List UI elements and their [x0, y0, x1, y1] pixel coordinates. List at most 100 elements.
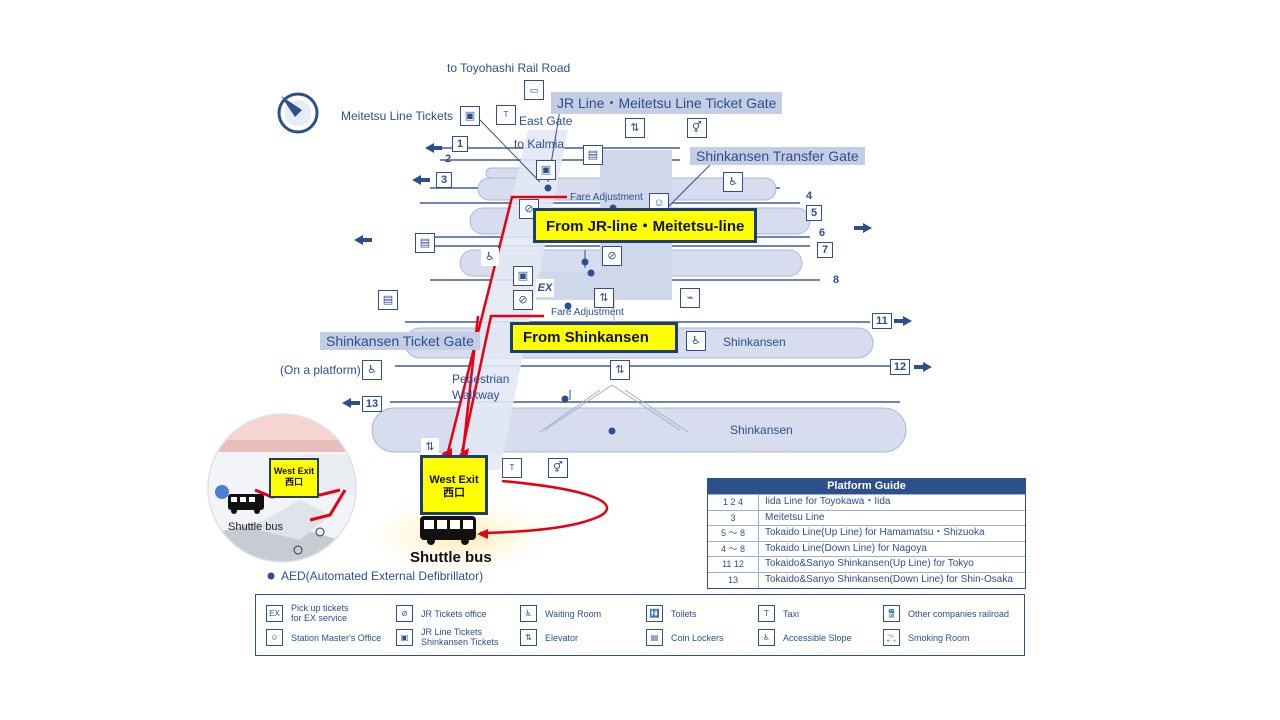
taxi-icon: T [758, 605, 775, 622]
ticket-machine-icon: ▣ [460, 106, 480, 126]
waiting-room-icon: ♿ [686, 331, 706, 351]
legend-item-coin-lockers: ▤Coin Lockers [646, 629, 724, 646]
elevator-icon: ⇅ [594, 288, 614, 308]
taxi-icon: T [502, 458, 522, 478]
legend-label: for EX service [291, 613, 348, 623]
jr-meitetsu-ticket-gate: JR Line・Meitetsu Line Ticket Gate [551, 92, 783, 114]
pedestrian-walkway-label: Pedestrian [452, 372, 510, 386]
shinkansen-transfer-gate: Shinkansen Transfer Gate [690, 147, 865, 165]
to-toyohashi-label: to Toyohashi Rail Road [447, 61, 571, 75]
stairs [539, 300, 689, 433]
other-railroad-icon: 🚆 [883, 605, 900, 622]
compass-icon [277, 92, 319, 134]
platform-guide-nums: 4 ～ 8 [708, 541, 759, 557]
coin-lockers-icon: ▤ [378, 290, 398, 310]
legend-label: Waiting Room [545, 608, 602, 619]
platform-guide-nums: 11 12 [708, 557, 759, 572]
platform-number: 2 [444, 153, 452, 165]
on-platform-label: (On a platform) [280, 363, 361, 377]
legend-label: Taxi [783, 608, 800, 619]
platform-number: 6 [818, 227, 826, 239]
platform-guide-row: 4 ～ 8 Tokaido Line(Down Line) for Nagoya [708, 540, 1025, 557]
aed-label: AED(Automated External Defibrillator) [281, 569, 484, 583]
legend-label: Other companies railroad [908, 608, 1010, 619]
shinkansen-platform-label: Shinkansen [723, 335, 786, 349]
platform-guide-row: 11 12 Tokaido&Sanyo Shinkansen(Up Line) f… [708, 556, 1025, 572]
elevator-icon: ⇅ [421, 438, 439, 456]
legend-item-taxi: T Taxi [758, 605, 799, 622]
coin-lockers-icon: ▤ [415, 233, 435, 253]
taxi-icon: T [496, 105, 516, 125]
toilets-icon: 🚻 [646, 605, 663, 622]
jr-tickets-office-icon: ⊘ [602, 246, 622, 266]
west-exit-callout: West Exit 西口 [420, 455, 488, 515]
platform-number: 1 [452, 136, 468, 152]
toilets-icon: ⚥ [687, 118, 707, 138]
legend-label: Elevator [545, 632, 579, 643]
platform-guide-title: Platform Guide [708, 479, 1025, 494]
train-icon: ▤ [583, 145, 603, 165]
ex-icon: EX [536, 279, 554, 297]
other-railroad-icon: ▭ [524, 80, 544, 100]
platform-guide-nums: 5 ～ 8 [708, 526, 759, 541]
shinkansen-ticket-gate: Shinkansen Ticket Gate [320, 332, 480, 350]
legend-label: Station Master's Office [291, 632, 382, 643]
legend-label: Shinkansen Tickets [421, 637, 499, 647]
legend-item-other-railroad: 🚆 Other companies railroad [883, 605, 1009, 622]
inset-west-exit-en: West Exit [273, 466, 315, 476]
platform-guide-row: 3 Meitetsu Line [708, 509, 1025, 526]
platform-guide-nums: 3 [708, 510, 759, 526]
fare-adjustment-label: Fare Adjustment [551, 307, 624, 318]
station-master-icon: ☺ [266, 629, 283, 646]
legend-label: Coin Lockers [671, 632, 724, 643]
inset-shuttle-bus-label: Shuttle bus [228, 521, 284, 533]
platform-guide-nums: 13 [708, 572, 759, 588]
jr-line-tickets-icon: ▣ [513, 266, 533, 286]
platform-number: 13 [362, 396, 382, 412]
platform-guide-text: Iida Line for Toyokawa・Iida [765, 496, 891, 507]
waiting-room-icon: ♿ [520, 605, 537, 622]
legend-item-accessible-slope: ♿Accessible Slope [758, 629, 852, 646]
jr-tickets-office-icon: ▣ [536, 160, 556, 180]
legend-item-smoking-room: 🚬Smoking Room [883, 629, 970, 646]
platform-guide-text: Tokaido&Sanyo Shinkansen(Up Line) for To… [765, 558, 974, 570]
jr-line-tickets-icon: ▣ [396, 628, 413, 646]
platform-number: 4 [805, 190, 813, 202]
elevator-icon: ⇅ [610, 360, 630, 380]
accessible-slope-icon: ♿ [723, 172, 743, 192]
direction-arrows [342, 143, 932, 408]
smoking-room-icon: ⌁ [680, 288, 700, 308]
bus-icon [420, 516, 476, 545]
platform-number: 5 [806, 205, 822, 221]
toilets-icon: ⚥ [548, 458, 568, 478]
platform-guide-text: Tokaido Line(Up Line) for Hamamatsu・Shiz… [765, 527, 985, 539]
legend-label: Toilets [671, 608, 697, 619]
legend-label: Smoking Room [908, 632, 970, 643]
platform-guide-text: Tokaido Line(Down Line) for Nagoya [765, 542, 927, 554]
legend-item-elevator: ⇅Elevator [520, 629, 578, 646]
platform-number: 11 [872, 313, 892, 329]
jr-tickets-office-icon: ⊘ [396, 605, 413, 622]
east-gate-label: East Gate [519, 114, 573, 128]
shinkansen-platform-label: Shinkansen [730, 423, 793, 437]
from-jr-meitetsu-callout: From JR-line・Meitetsu-line [533, 208, 758, 243]
legend-item-toilets: 🚻 Toilets [646, 605, 697, 622]
platform-number: 7 [817, 242, 833, 258]
legend-item-jr-tickets-office: ⊘JR Tickets office [396, 605, 486, 622]
ex-icon: EX [266, 604, 283, 622]
inset-west-exit-callout: West Exit 西口 [269, 458, 319, 498]
meitetsu-tickets-label: Meitetsu Line Tickets [341, 109, 454, 123]
accessible-slope-icon: ♿ [758, 629, 775, 646]
accessible-slope-icon: ♿ [481, 248, 499, 266]
shuttle-bus-label: Shuttle bus [410, 549, 492, 566]
platform-guide-text: Meitetsu Line [765, 511, 825, 523]
elevator-icon: ⇅ [625, 118, 645, 138]
inset-west-exit-jp: 西口 [284, 477, 303, 487]
platform-number: 3 [436, 172, 452, 188]
legend-item-station-master: ☺ Station Master's Office [266, 629, 381, 646]
